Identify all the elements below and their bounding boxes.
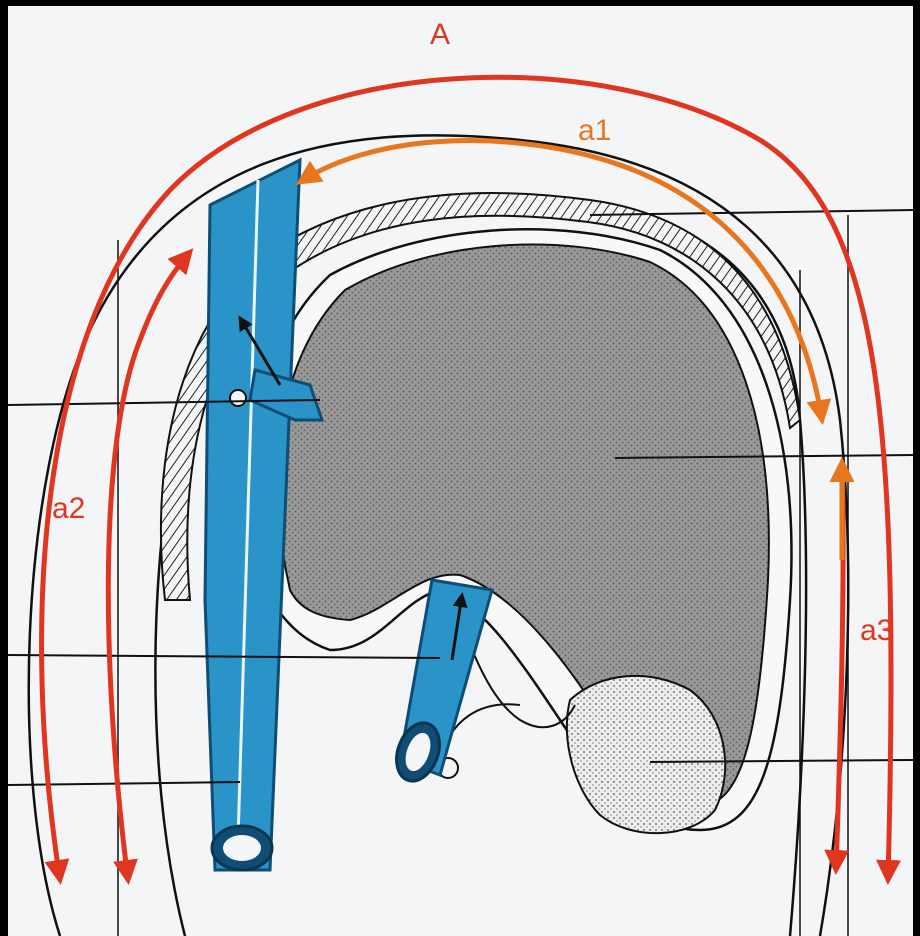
label-a3: a3	[860, 614, 893, 647]
label-a2: a2	[52, 492, 85, 525]
branch-opening	[230, 390, 246, 406]
vessel-lumen-inner	[223, 835, 261, 861]
label-A: A	[430, 18, 450, 51]
label-a1: a1	[578, 114, 611, 147]
